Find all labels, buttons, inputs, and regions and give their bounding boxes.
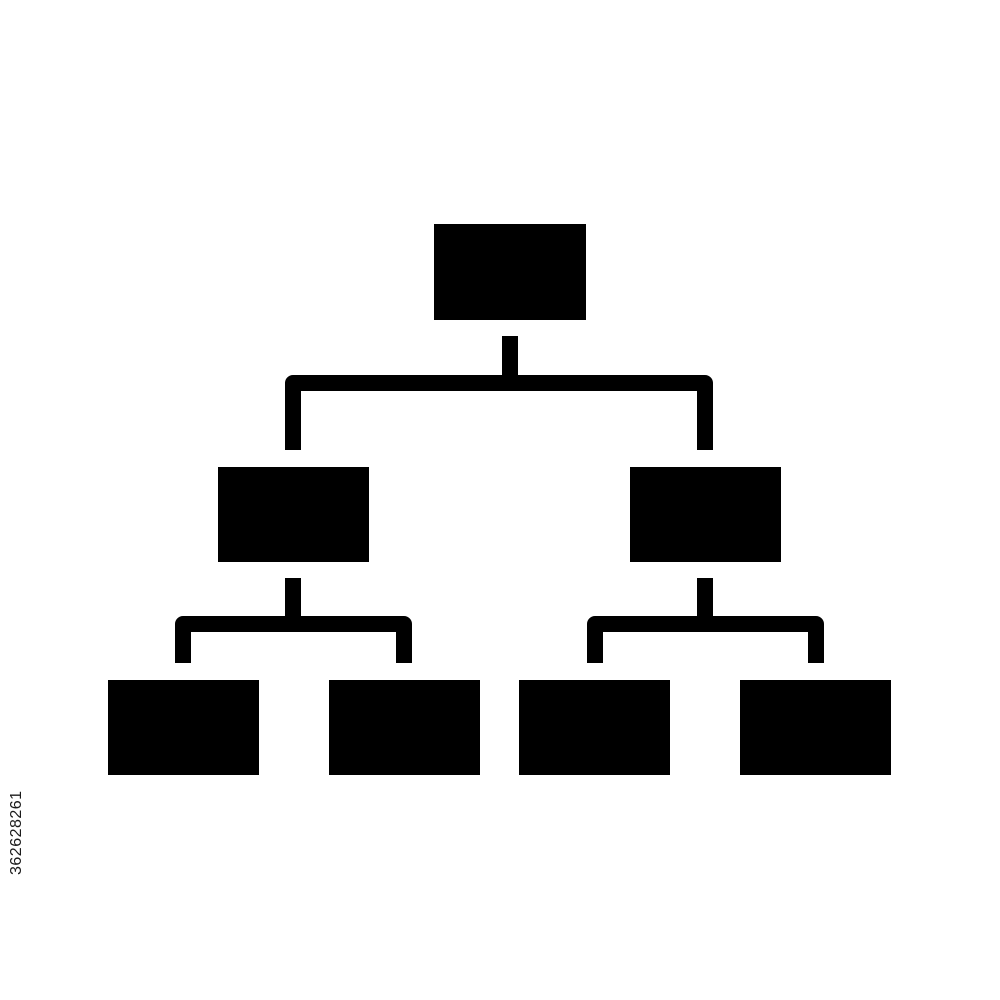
level3-node-box-2 [329,680,480,775]
root-node-box [434,224,586,320]
connector-lines [175,336,824,663]
chart-nodes [108,224,891,775]
level3-node-box-4 [740,680,891,775]
level3-node-box-3 [519,680,670,775]
left-bracket-line [175,616,412,663]
stock-id-label: 362628261 [8,790,25,875]
level2-right-node-box [630,467,781,562]
level2-bracket-line [285,375,713,450]
right-bracket-line [587,616,824,663]
level3-node-box-1 [108,680,259,775]
level2-left-node-box [218,467,369,562]
